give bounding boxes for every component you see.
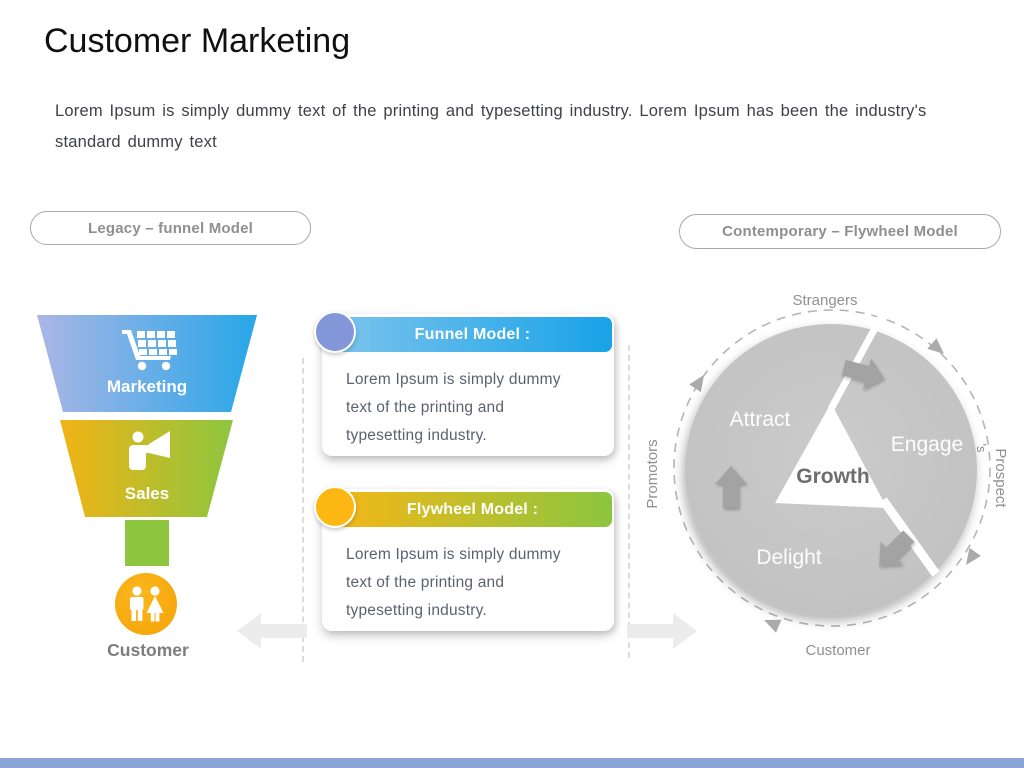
flywheel-label-customer: Customer	[805, 642, 870, 659]
funnel-stem	[125, 520, 169, 566]
flywheel-rotation-arrow-icons	[715, 358, 915, 566]
orbit-arrowhead-icons	[689, 338, 981, 633]
flywheel-model-card: Flywheel Model : Lorem Ipsum is simply d…	[314, 486, 614, 631]
legacy-funnel-heading-label: Legacy – funnel Model	[87, 219, 254, 237]
funnel-card-body-line-3: typesetting industry.	[346, 427, 487, 444]
flywheel-card-body-line-1: Lorem Ipsum is simply dummy	[346, 546, 561, 563]
funnel-model-card-header: Funnel Model :	[333, 317, 612, 352]
flywheel-diagram: Attract Engage Delight Growth Strangers …	[644, 292, 1009, 659]
flywheel-card-body-line-3: typesetting industry.	[346, 602, 487, 619]
flywheel-label-promotors: Promotors	[644, 439, 661, 508]
contemporary-flywheel-heading-label: Contemporary – Flywheel Model	[722, 223, 958, 240]
flywheel-dashed-orbit	[673, 309, 991, 627]
intro-text: Lorem Ipsum is simply dummy text of the …	[55, 96, 995, 158]
funnel-card-body-line-2: text of the printing and	[346, 399, 505, 416]
funnel-card-body-line-1: Lorem Ipsum is simply dummy	[346, 371, 561, 388]
contemporary-flywheel-heading: Contemporary – Flywheel Model	[679, 214, 1001, 249]
funnel-model-card-body: Lorem Ipsum is simply dummy text of the …	[346, 366, 600, 450]
flywheel-label-prospect-suffix: 's	[974, 444, 989, 453]
megaphone-person-icon	[129, 431, 170, 470]
flywheel-model-accent-circle	[314, 486, 356, 528]
flywheel-segment-engage: Engage	[891, 433, 963, 456]
flywheel-center-label: Growth	[796, 465, 870, 488]
funnel-stage-marketing-label: Marketing	[107, 377, 187, 396]
funnel-customer-label: Customer	[107, 640, 189, 660]
funnel-stage-marketing	[37, 315, 257, 412]
arrow-left-icon	[237, 613, 307, 649]
footer-bar	[0, 758, 1024, 768]
left-center-divider	[302, 358, 304, 662]
funnel-model-card: Funnel Model : Lorem Ipsum is simply dum…	[314, 311, 614, 456]
intro-line-1: Lorem Ipsum is simply dummy text of the …	[55, 102, 927, 120]
flywheel-divider-top	[827, 304, 891, 411]
page-title: Customer Marketing	[44, 22, 351, 60]
flywheel-segment-attract: Attract	[730, 408, 791, 431]
intro-line-2: standard dummy text	[55, 133, 217, 151]
funnel-stage-sales-label: Sales	[125, 484, 169, 503]
funnel-model-card-title: Funnel Model :	[414, 325, 531, 343]
flywheel-label-prospect: Prospect	[992, 448, 1009, 508]
legacy-funnel-heading: Legacy – funnel Model	[30, 211, 311, 245]
funnel-diagram: Marketing Sales Customer	[37, 315, 257, 660]
couple-icon	[130, 586, 164, 622]
flywheel-model-card-title: Flywheel Model :	[406, 500, 539, 518]
center-right-divider	[628, 345, 630, 658]
funnel-model-accent-circle	[314, 311, 356, 353]
flywheel-model-card-body: Lorem Ipsum is simply dummy text of the …	[346, 541, 600, 625]
flywheel-label-strangers: Strangers	[792, 292, 857, 309]
funnel-customer-circle	[115, 573, 177, 635]
flywheel-center-triangle	[775, 403, 887, 508]
arrow-right-icon	[627, 613, 697, 649]
flywheel-model-card-header: Flywheel Model :	[333, 492, 612, 527]
funnel-stage-sales	[60, 420, 233, 517]
flywheel-segment-delight: Delight	[756, 546, 822, 569]
shopping-cart-icon	[122, 330, 177, 371]
flywheel-card-body-line-2: text of the printing and	[346, 574, 505, 591]
